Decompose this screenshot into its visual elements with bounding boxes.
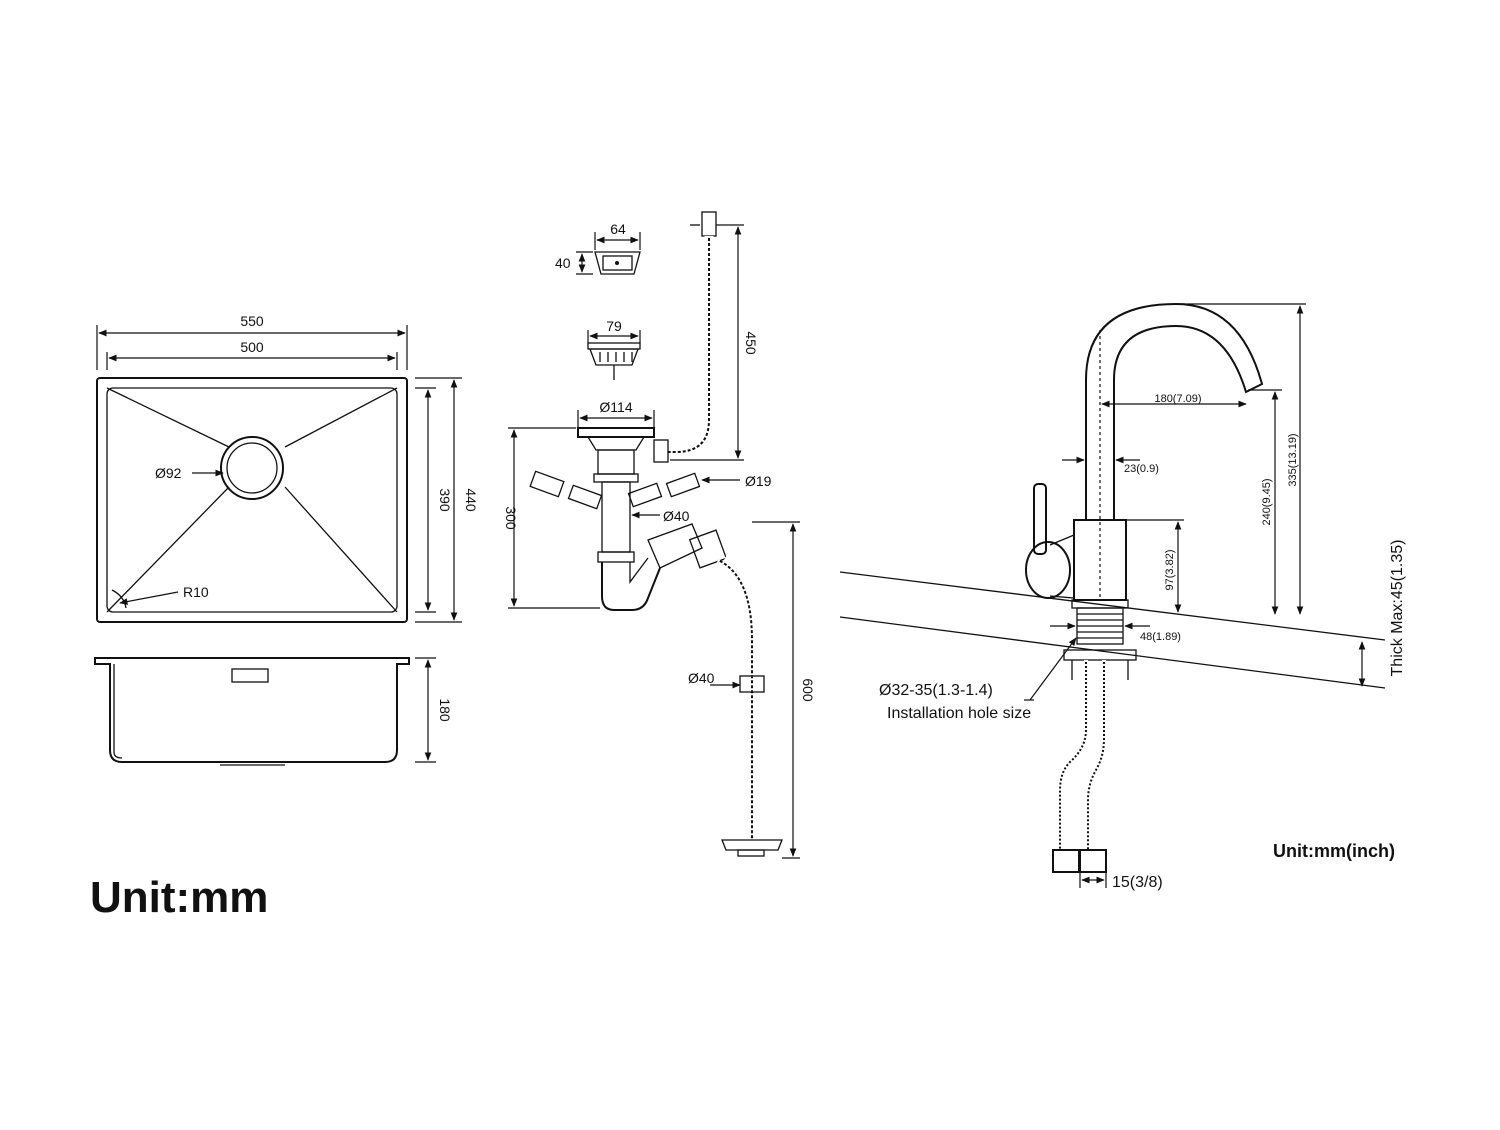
pipe-diameter-callout: Ø40 — [631, 508, 690, 524]
pipe-diameter-label: Ø40 — [663, 508, 690, 524]
hose-length-dim: 600 — [752, 521, 816, 859]
hose-length-label: 600 — [800, 678, 816, 702]
thickness-label: Thick Max:45(1.35) — [1389, 540, 1406, 677]
overflow-hose-length-dim: 450 — [670, 224, 759, 461]
flange-diameter-label: Ø114 — [599, 399, 632, 415]
drain-assembly — [577, 427, 728, 611]
overflow-width-dim: 64 — [594, 221, 641, 250]
neck-diameter-dim: 23(0.9) — [1062, 456, 1159, 475]
spout-height-label: 240(9.45) — [1261, 478, 1273, 525]
hose-diameter-callout: Ø40 — [688, 670, 741, 689]
reach-dim: 180(7.09) — [1101, 393, 1247, 408]
faucet-shank — [1063, 607, 1137, 680]
overflow-cover — [594, 251, 641, 275]
outer-depth-label: 440 — [463, 488, 479, 512]
drain-diameter-callout: Ø92 — [155, 465, 224, 481]
supply-hoses — [1052, 660, 1107, 873]
strainer-basket — [587, 342, 641, 380]
main-unit-label: Unit:mm — [90, 873, 268, 922]
hole-size-callout: Ø32-35(1.3-1.4) Installation hole size — [879, 637, 1077, 722]
faucet-unit-label: Unit:mm(inch) — [1273, 841, 1395, 861]
sink-side-view — [94, 657, 410, 766]
connector-dim: 15(3/8) — [1079, 872, 1163, 891]
flange-diameter-dim: Ø114 — [577, 399, 655, 428]
sink-height-dim: 180 — [415, 657, 453, 763]
sink-outer-depth-dim: 440 — [415, 377, 479, 623]
basket-width-label: 79 — [606, 318, 622, 334]
outlet-diameter-label: Ø19 — [745, 473, 772, 489]
hole-size-label: Ø32-35(1.3-1.4) — [879, 682, 993, 699]
overflow-height-dim: 40 — [555, 251, 593, 275]
connector-label: 15(3/8) — [1112, 874, 1163, 891]
drain-hose — [714, 552, 783, 857]
reach-label: 180(7.09) — [1154, 393, 1201, 405]
body-height-label: 97(3.82) — [1164, 550, 1176, 591]
spout-height-dim: 240(9.45) — [1248, 389, 1282, 615]
overflow-height-label: 40 — [555, 255, 571, 271]
inner-width-label: 500 — [240, 339, 264, 355]
trap-height-label: 300 — [503, 506, 519, 530]
total-height-dim: 335(13.19) — [1176, 303, 1306, 615]
overflow-hose — [668, 211, 717, 457]
overflow-hose-length-label: 450 — [743, 331, 759, 355]
sink-top-view — [96, 377, 408, 623]
thickness-dim: Thick Max:45(1.35) — [1358, 540, 1406, 687]
body-height-dim: 97(3.82) — [1126, 519, 1184, 613]
corner-radius-callout: R10 — [119, 584, 209, 605]
basket-width-dim: 79 — [587, 318, 641, 343]
total-height-label: 335(13.19) — [1287, 433, 1299, 486]
outlet-adapters — [529, 470, 701, 510]
hole-size-caption: Installation hole size — [887, 705, 1031, 722]
outer-width-label: 550 — [240, 313, 264, 329]
trap-height-dim: 300 — [503, 427, 600, 609]
neck-diameter-label: 23(0.9) — [1124, 463, 1159, 475]
corner-radius-label: R10 — [183, 584, 209, 600]
sink-outer-width-dim: 550 — [96, 313, 408, 370]
overflow-width-label: 64 — [610, 221, 626, 237]
outlet-diameter-callout: Ø19 — [701, 473, 772, 489]
sink-inner-width-dim: 500 — [106, 339, 398, 370]
base-diameter-dim: 48(1.89) — [1050, 622, 1181, 643]
inner-depth-label: 390 — [437, 488, 453, 512]
sink-inner-depth-dim: 390 — [415, 387, 453, 613]
sink-height-label: 180 — [437, 698, 453, 722]
drain-diameter-label: Ø92 — [155, 465, 182, 481]
faucet-body — [1025, 302, 1264, 609]
countertop — [839, 571, 1386, 689]
base-diameter-label: 48(1.89) — [1140, 631, 1181, 643]
hose-diameter-label: Ø40 — [688, 670, 715, 686]
